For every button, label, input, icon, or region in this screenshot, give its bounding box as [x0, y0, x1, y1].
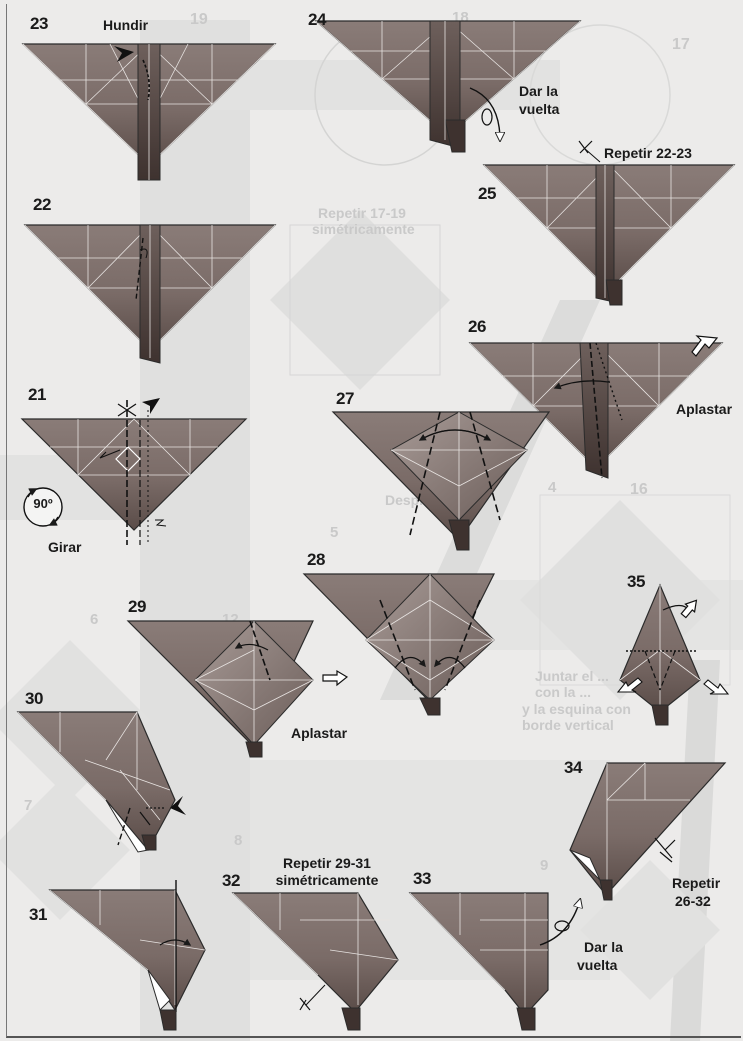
- page-frame: [6, 4, 741, 1038]
